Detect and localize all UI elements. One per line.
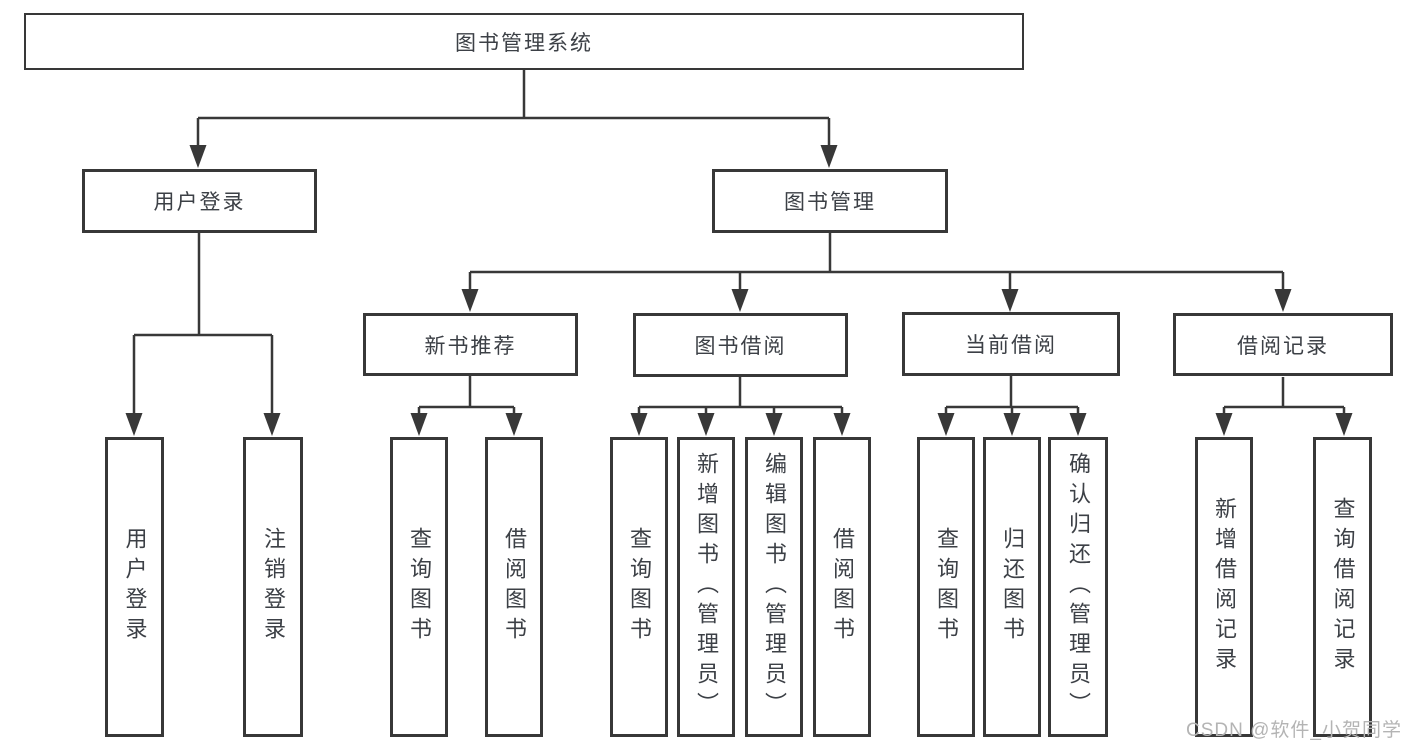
leaf-edit-book-admin-label: 编辑图书（管理员） [762, 452, 787, 722]
leaf-add-book-admin-label: 新增图书（管理员） [694, 452, 719, 722]
category-current-borrow: 当前借阅 [902, 312, 1120, 376]
leaf-logout-label: 注销登录 [261, 527, 286, 647]
leaf-query-books-recommend-label: 查询图书 [407, 527, 432, 647]
category-new-book-recommend-label: 新书推荐 [424, 334, 517, 358]
leaf-query-books-current-label: 查询图书 [934, 527, 959, 647]
leaf-query-borrow-record-label: 查询借阅记录 [1330, 497, 1356, 677]
category-borrow-records: 借阅记录 [1173, 313, 1393, 376]
leaf-user-login-label: 用户登录 [122, 527, 148, 647]
branch-book-management: 图书管理 [712, 169, 948, 233]
branch-book-management-label: 图书管理 [784, 191, 876, 214]
category-new-book-recommend: 新书推荐 [363, 313, 578, 376]
node-root: 图书管理系统 [24, 13, 1024, 70]
leaf-query-books-recommend: 查询图书 [390, 437, 448, 737]
leaf-query-books-borrow: 查询图书 [610, 437, 668, 737]
category-book-borrow-label: 图书借阅 [694, 335, 787, 358]
leaf-add-borrow-record-label: 新增借阅记录 [1212, 497, 1237, 677]
leaf-borrow-books-recommend: 借阅图书 [485, 437, 543, 737]
category-current-borrow-label: 当前借阅 [965, 334, 1057, 357]
category-book-borrow: 图书借阅 [633, 313, 848, 377]
leaf-confirm-return-admin: 确认归还（管理员） [1048, 437, 1108, 737]
leaf-borrow-books-recommend-label: 借阅图书 [502, 527, 527, 647]
leaf-return-books-label: 归还图书 [1000, 527, 1025, 647]
leaf-add-borrow-record: 新增借阅记录 [1195, 437, 1253, 737]
category-borrow-records-label: 借阅记录 [1237, 334, 1329, 358]
leaf-query-books-current: 查询图书 [917, 437, 975, 737]
leaf-add-book-admin: 新增图书（管理员） [677, 437, 735, 737]
leaf-borrow-books: 借阅图书 [813, 437, 871, 737]
leaf-return-books: 归还图书 [983, 437, 1041, 737]
csdn-watermark: CSDN @软件_小贺同学 [1186, 720, 1402, 741]
leaf-borrow-books-label: 借阅图书 [830, 527, 855, 647]
leaf-query-books-borrow-label: 查询图书 [627, 527, 652, 647]
branch-user-login-label: 用户登录 [153, 191, 246, 214]
leaf-query-borrow-record: 查询借阅记录 [1313, 437, 1372, 737]
leaf-logout: 注销登录 [243, 437, 303, 737]
branch-user-login: 用户登录 [82, 169, 317, 233]
leaf-user-login: 用户登录 [105, 437, 164, 737]
leaf-edit-book-admin: 编辑图书（管理员） [745, 437, 803, 737]
node-root-label: 图书管理系统 [455, 31, 593, 55]
leaf-confirm-return-admin-label: 确认归还（管理员） [1066, 452, 1091, 722]
